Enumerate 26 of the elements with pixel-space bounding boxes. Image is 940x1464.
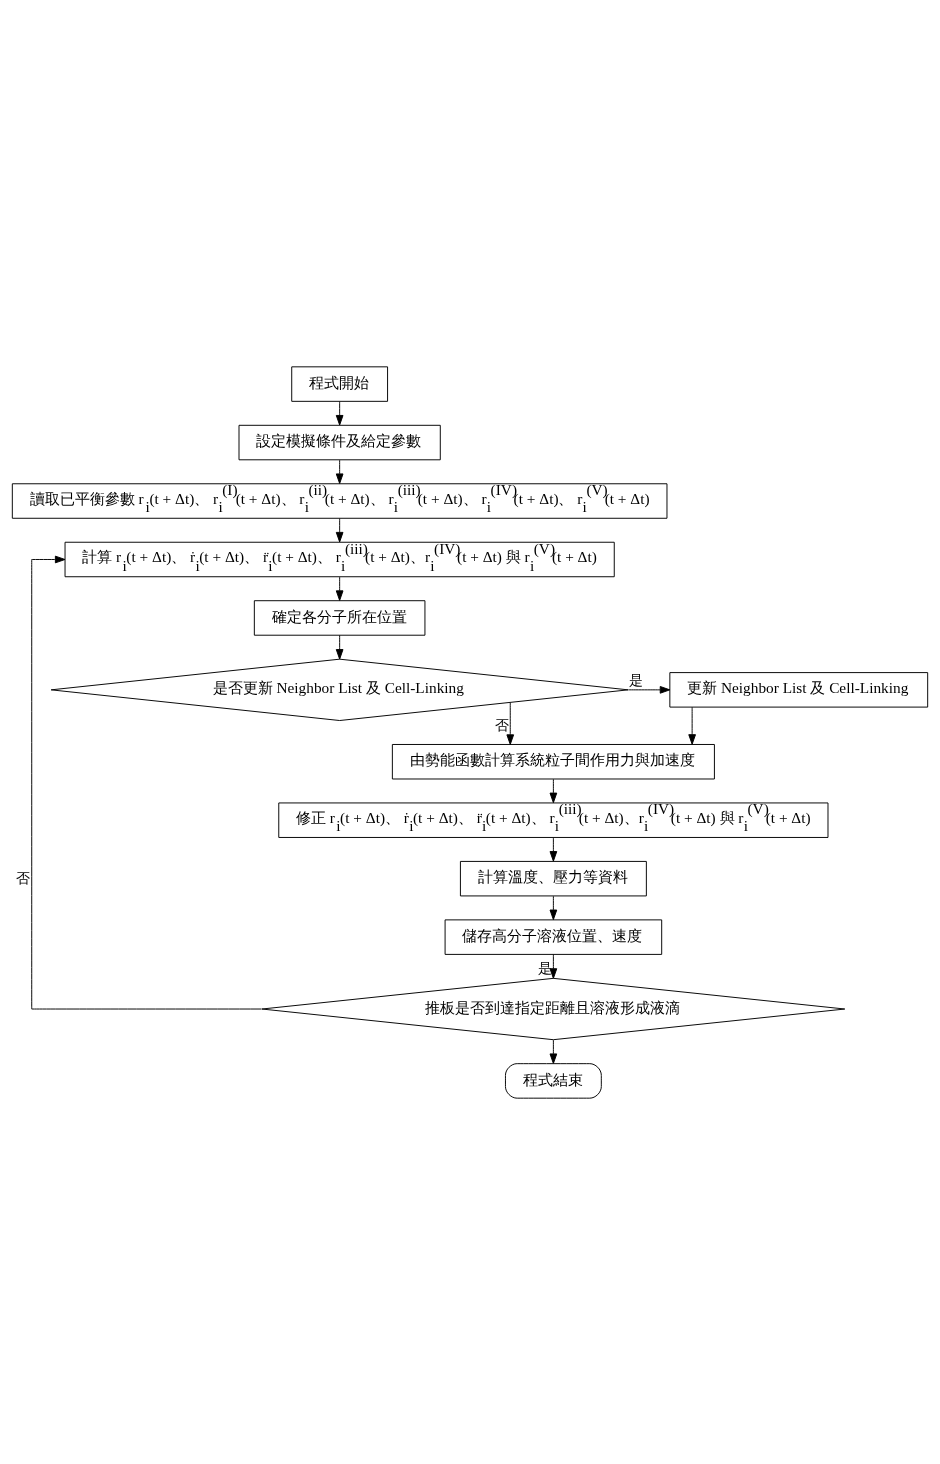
arrow	[335, 517, 344, 542]
arrow	[335, 576, 344, 601]
arrow	[31, 555, 263, 1009]
arrow	[335, 634, 344, 660]
arrow	[549, 778, 558, 803]
node-box: 程式開始	[291, 365, 389, 402]
node-box: 設定模擬條件及給定參數	[238, 424, 441, 460]
node-box: 程式結束	[504, 1062, 602, 1099]
arrow	[549, 895, 558, 920]
arrow	[549, 836, 558, 862]
node-diamond: 推板是否到達指定距離且溶液形成液滴	[261, 977, 846, 1040]
arrow	[549, 1038, 558, 1064]
arrow	[335, 400, 344, 425]
arrow	[549, 953, 558, 979]
node-box: 更新 Neighbor List 及 Cell-Linking	[669, 671, 929, 708]
arrow	[688, 706, 696, 745]
arrow	[628, 685, 671, 694]
edge-label: 是	[538, 959, 553, 976]
node-box: 計算溫度、壓力等資料	[459, 860, 647, 896]
arrow	[506, 701, 515, 745]
edge-label: 是	[629, 671, 643, 688]
node-box: 確定各分子所在位置	[253, 599, 426, 636]
node-box: 由勢能函數計算系統粒子間作用力與加速度	[391, 743, 715, 779]
node-box: 儲存高分子溶液位置、速度	[444, 918, 663, 955]
edge-label: 否	[16, 869, 31, 886]
arrow	[335, 459, 344, 484]
